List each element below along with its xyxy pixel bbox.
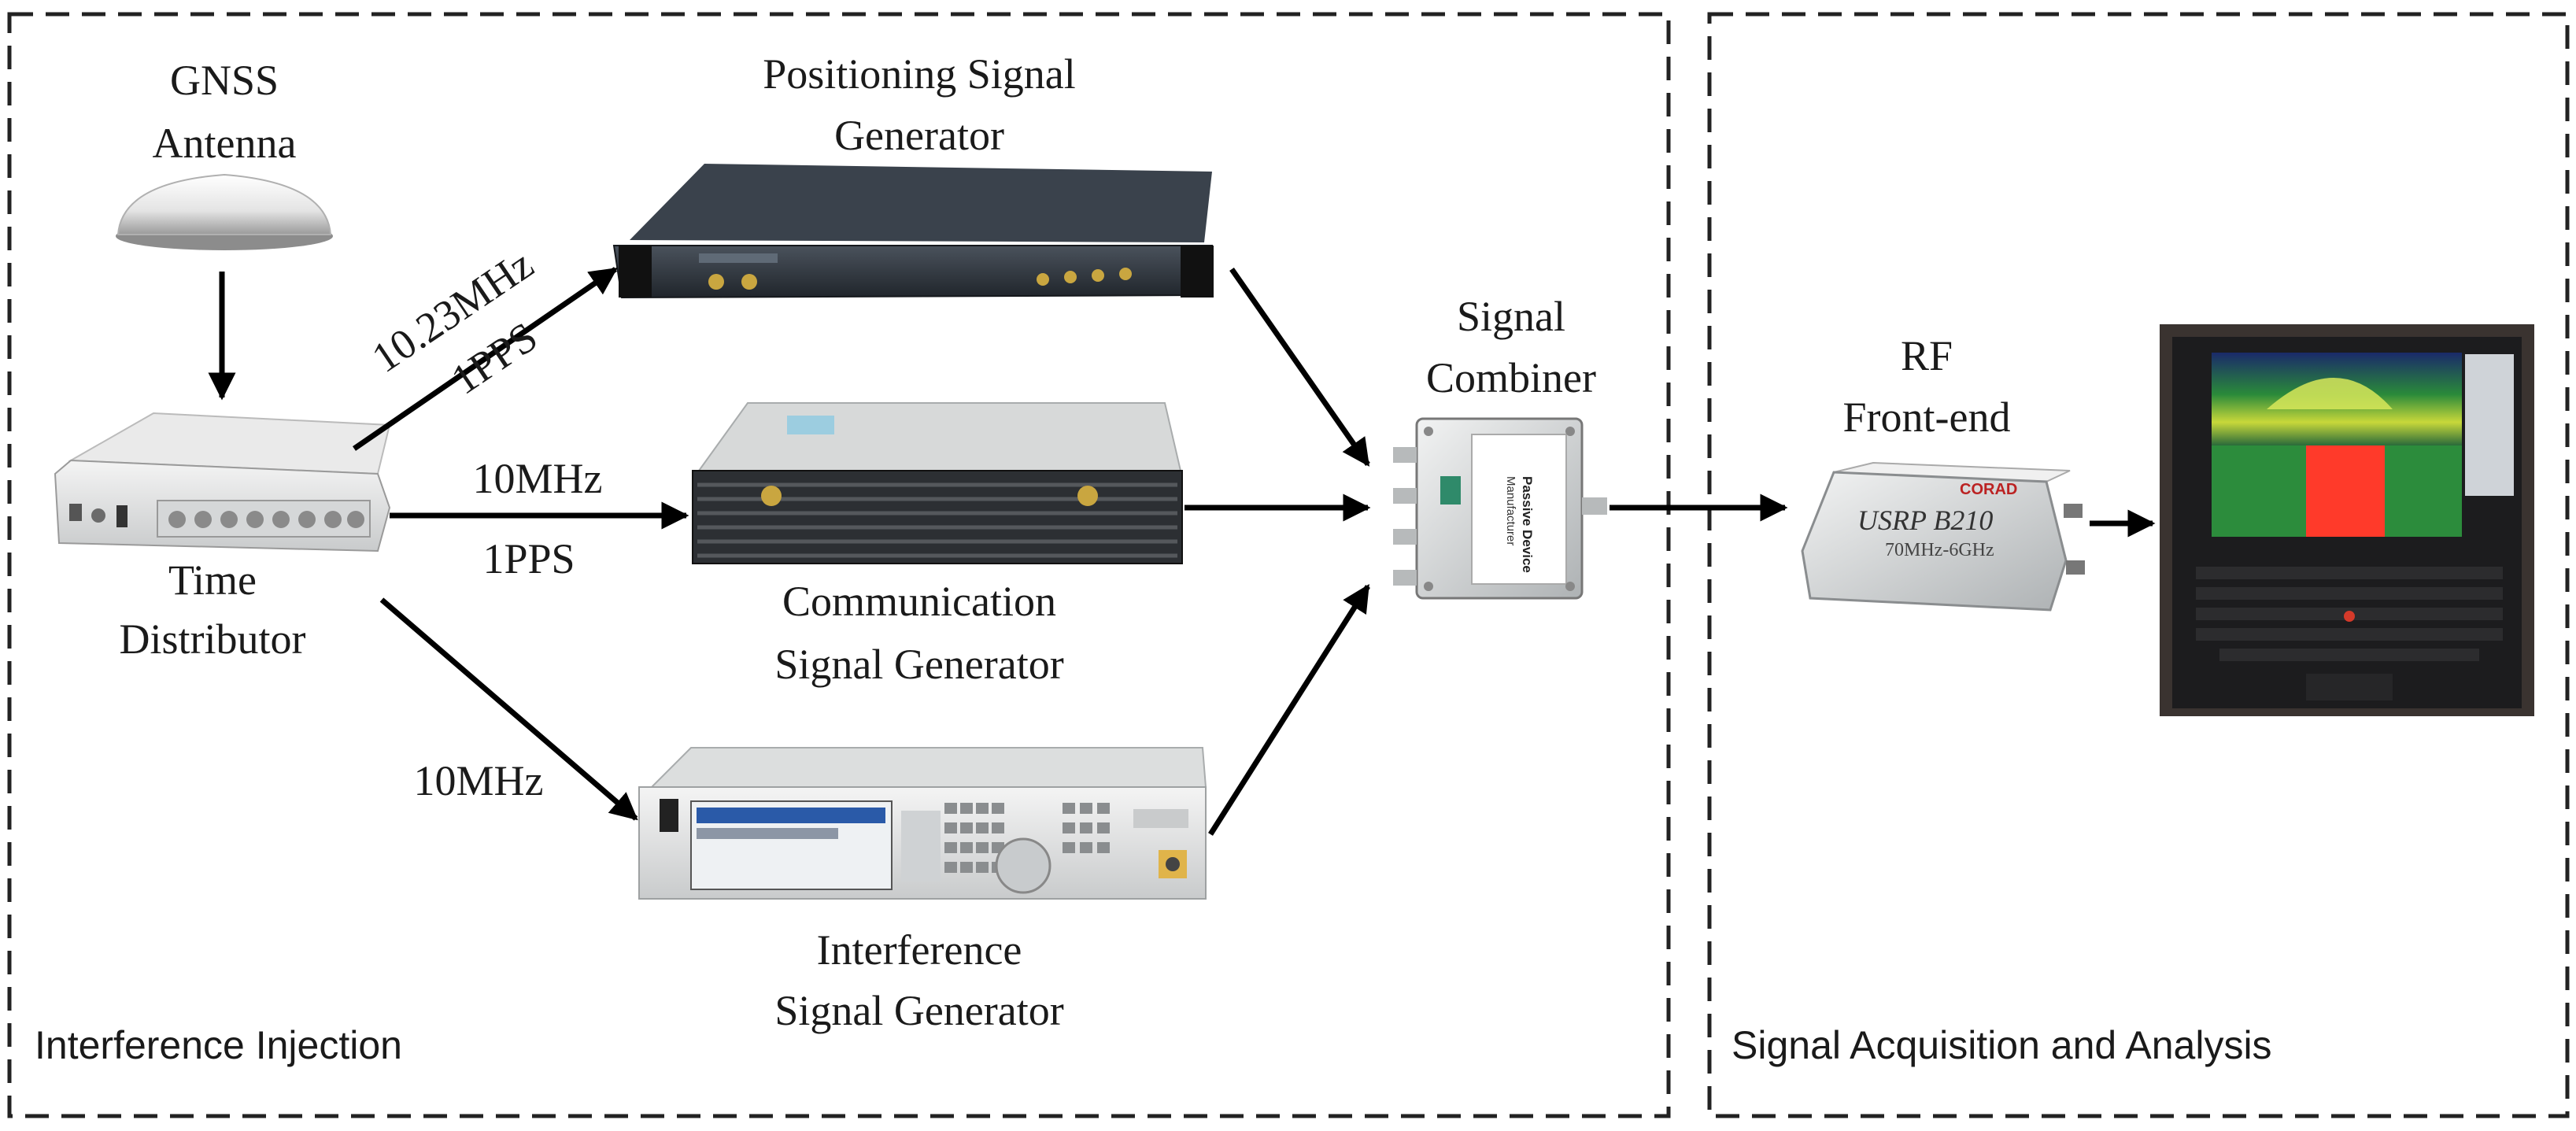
connection-arrows bbox=[208, 267, 2156, 836]
label-positioning-line2: Generator bbox=[834, 112, 1004, 159]
label-gnss-line2: Antenna bbox=[153, 120, 297, 167]
section-title-interference-injection: Interference Injection bbox=[35, 1023, 402, 1067]
label-rf-line1: RF bbox=[1901, 332, 1953, 379]
interference-injection-frame bbox=[7, 12, 1671, 1118]
label-combiner-line2: Combiner bbox=[1426, 354, 1596, 401]
usrp-range-text: 70MHz-6GHz bbox=[1885, 540, 1994, 560]
label-gnss-line1: GNSS bbox=[170, 57, 279, 104]
label-combiner-line1: Signal bbox=[1457, 293, 1565, 340]
laptop-spectrum-icon bbox=[2160, 324, 2534, 716]
gnss-antenna-icon bbox=[116, 173, 333, 250]
edge-label-communication-pps: 1PPS bbox=[482, 535, 575, 582]
arrow-interference-to-combiner bbox=[1208, 584, 1370, 836]
combiner-label-line1: Passive Device bbox=[1520, 476, 1535, 573]
interference-generator-icon bbox=[638, 747, 1207, 900]
section-title-signal-acquisition: Signal Acquisition and Analysis bbox=[1732, 1023, 2272, 1067]
label-interference-line2: Signal Generator bbox=[774, 987, 1063, 1034]
label-rf-line2: Front-end bbox=[1843, 394, 2011, 441]
edge-label-interference-freq: 10MHz bbox=[414, 757, 544, 804]
combiner-label-line2: Manufacturer bbox=[1504, 476, 1517, 545]
label-positioning-line1: Positioning Signal bbox=[763, 50, 1076, 98]
label-communication-line2: Signal Generator bbox=[774, 641, 1063, 688]
usrp-brand-text: CORAD bbox=[1960, 481, 2017, 498]
usrp-model-text: USRP B210 bbox=[1857, 505, 1993, 536]
signal-combiner-icon: Passive Device Manufacturer bbox=[1393, 417, 1607, 600]
label-time-line1: Time bbox=[168, 556, 257, 604]
positioning-generator-icon bbox=[612, 164, 1214, 299]
edge-label-communication-freq: 10MHz bbox=[473, 455, 603, 502]
label-time-line2: Distributor bbox=[120, 615, 306, 663]
arrow-distributor-to-interference bbox=[379, 597, 638, 821]
rf-frontend-icon: CORAD USRP B210 70MHz-6GHz bbox=[1801, 461, 2085, 612]
label-communication-line1: Communication bbox=[782, 578, 1056, 625]
arrow-distributor-to-positioning bbox=[353, 267, 618, 451]
time-distributor-icon bbox=[54, 412, 391, 553]
signal-acquisition-frame bbox=[1707, 12, 2570, 1118]
label-interference-line1: Interference bbox=[817, 926, 1022, 974]
communication-generator-icon bbox=[692, 402, 1183, 564]
arrow-positioning-to-combiner bbox=[1229, 267, 1370, 467]
